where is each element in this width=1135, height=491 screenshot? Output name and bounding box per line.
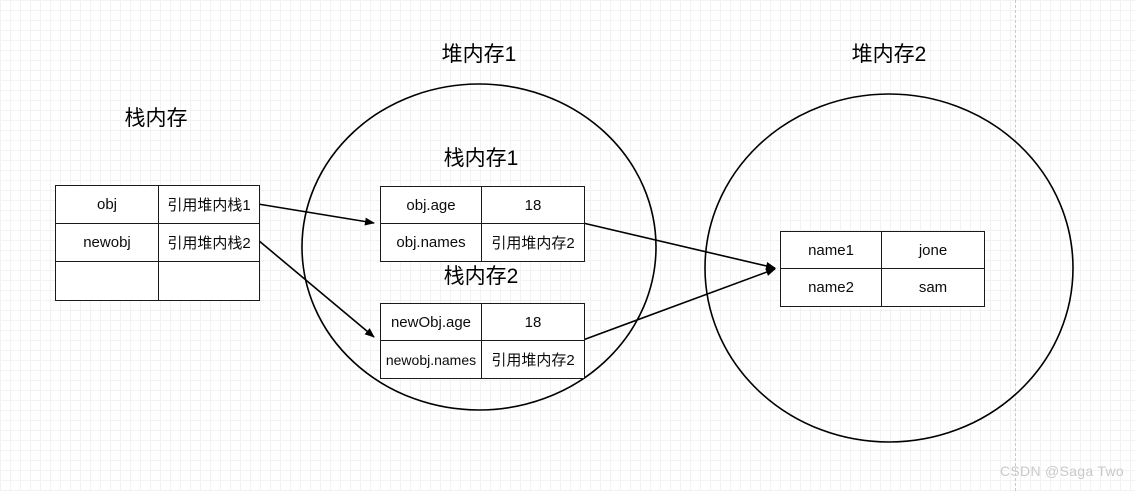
heap2-row-1-key: name2 bbox=[780, 268, 882, 307]
table-row: obj.names 引用堆内存2 bbox=[380, 223, 585, 262]
heap2-row-1-value: sam bbox=[881, 268, 985, 307]
heap1t1-row-1-key: obj.names bbox=[380, 223, 482, 262]
stack-row-2-key bbox=[55, 261, 159, 301]
heap1t2-row-1-value: 引用堆内存2 bbox=[481, 340, 585, 379]
table-row: name1 jone bbox=[780, 231, 985, 269]
stack-row-2-value bbox=[158, 261, 260, 301]
stack-row-1-key: newobj bbox=[55, 223, 159, 262]
table-row bbox=[55, 261, 260, 301]
watermark-text: CSDN @Saga Two bbox=[1000, 463, 1124, 479]
heap1t2-row-1-key: newobj.names bbox=[380, 340, 482, 379]
table-row: obj 引用堆内栈1 bbox=[55, 185, 260, 224]
table-row: obj.age 18 bbox=[380, 186, 585, 224]
stack-memory-title: 栈内存 bbox=[124, 107, 188, 130]
heap1t1-row-1-value: 引用堆内存2 bbox=[481, 223, 585, 262]
heap1t2-row-0-value: 18 bbox=[481, 303, 585, 341]
stack-row-0-value: 引用堆内栈1 bbox=[158, 185, 260, 224]
table-row: newobj 引用堆内栈2 bbox=[55, 223, 260, 262]
stack2-label: 栈内存2 bbox=[443, 265, 519, 288]
heap1t1-row-0-key: obj.age bbox=[380, 186, 482, 224]
heap1t1-row-0-value: 18 bbox=[481, 186, 585, 224]
heap1-title: 堆内存1 bbox=[441, 43, 517, 66]
heap2-row-0-value: jone bbox=[881, 231, 985, 269]
page-break-line bbox=[1015, 0, 1016, 491]
heap2-title: 堆内存2 bbox=[851, 43, 927, 66]
stack-row-0-key: obj bbox=[55, 185, 159, 224]
stack-memory-table: obj 引用堆内栈1 newobj 引用堆内栈2 bbox=[55, 185, 260, 301]
stack-row-1-value: 引用堆内栈2 bbox=[158, 223, 260, 262]
table-row: newobj.names 引用堆内存2 bbox=[380, 340, 585, 379]
heap2-row-0-key: name1 bbox=[780, 231, 882, 269]
stack1-label: 栈内存1 bbox=[443, 147, 519, 170]
heap1t2-row-0-key: newObj.age bbox=[380, 303, 482, 341]
table-row: name2 sam bbox=[780, 268, 985, 307]
heap1-stack2-table: newObj.age 18 newobj.names 引用堆内存2 bbox=[380, 303, 585, 379]
heap1-stack1-table: obj.age 18 obj.names 引用堆内存2 bbox=[380, 186, 585, 262]
heap2-table: name1 jone name2 sam bbox=[780, 231, 985, 307]
table-row: newObj.age 18 bbox=[380, 303, 585, 341]
